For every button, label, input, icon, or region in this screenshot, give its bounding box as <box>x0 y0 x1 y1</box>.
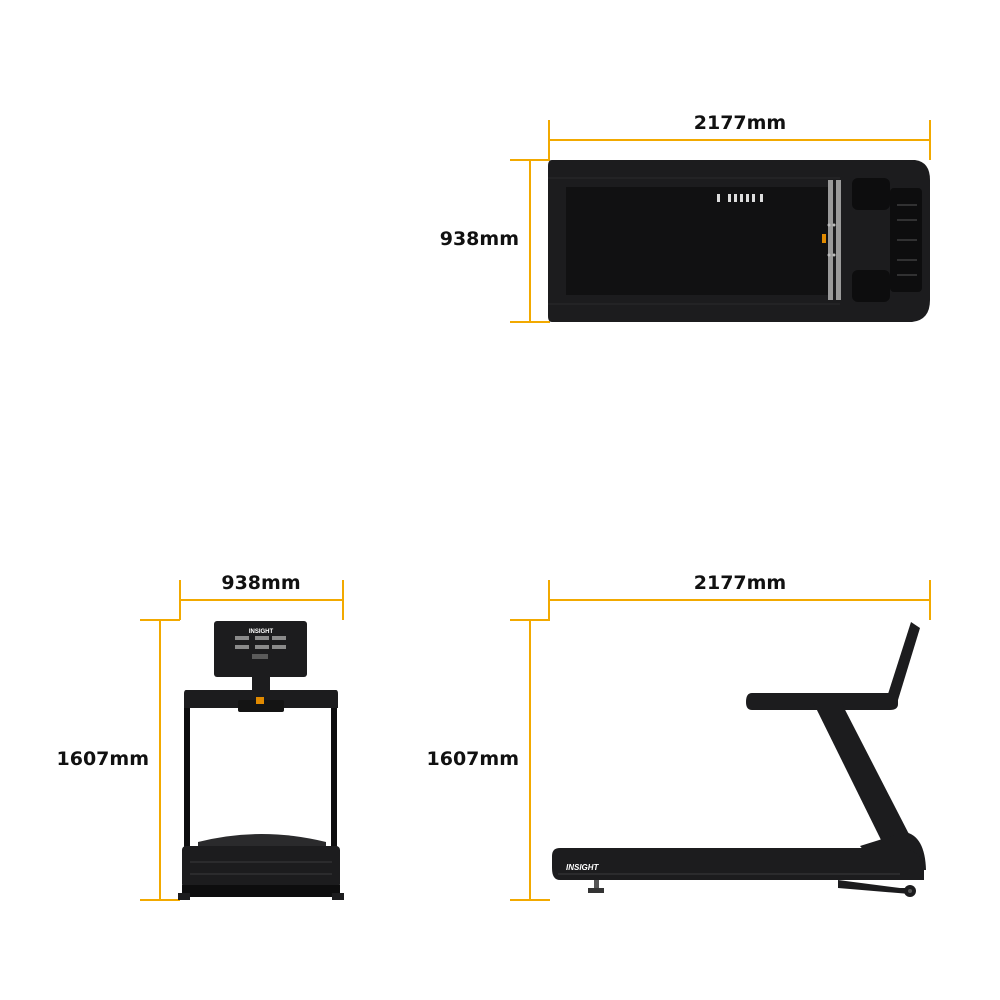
top-view-length-label: 2177mm <box>694 112 786 134</box>
handrail-left <box>828 180 833 300</box>
treadmill-front-view: INSIGHT <box>178 621 344 900</box>
upright <box>812 700 912 846</box>
console-screen <box>888 622 920 700</box>
treadmill-side-view: INSIGHT <box>552 622 926 897</box>
side-view-length-label: 2177mm <box>694 572 786 594</box>
console-brand-logo: INSIGHT <box>249 629 274 635</box>
console-indicator <box>822 234 826 243</box>
running-belt <box>566 187 831 295</box>
upright-right <box>331 708 337 848</box>
front-view-width-label: 938mm <box>221 572 300 594</box>
side-view-height-label: 1607mm <box>427 748 519 770</box>
top-view-width-dimension <box>510 159 550 323</box>
side-view-length-dimension <box>548 580 931 620</box>
upright-left <box>184 708 190 848</box>
side-view: 2177mm 1607mm INSIGHT <box>427 572 931 901</box>
side-view-height-dimension <box>510 619 550 901</box>
deck-front <box>182 846 340 888</box>
top-view-length-dimension <box>548 120 931 160</box>
deck-brand-logo: INSIGHT <box>566 863 600 872</box>
console-indicator <box>256 697 264 704</box>
handrail-right <box>836 180 841 300</box>
front-view-height-dimension <box>140 619 180 901</box>
wheel-bracket <box>838 880 910 894</box>
front-view-width-dimension <box>179 580 344 620</box>
front-view-height-label: 1607mm <box>57 748 149 770</box>
front-view: 938mm 1607mm INSIGHT <box>57 572 344 901</box>
treadmill-top-view <box>548 160 930 322</box>
deck-side <box>552 848 924 880</box>
top-view-width-label: 938mm <box>440 228 519 250</box>
top-view: 2177mm 938mm <box>440 112 931 323</box>
